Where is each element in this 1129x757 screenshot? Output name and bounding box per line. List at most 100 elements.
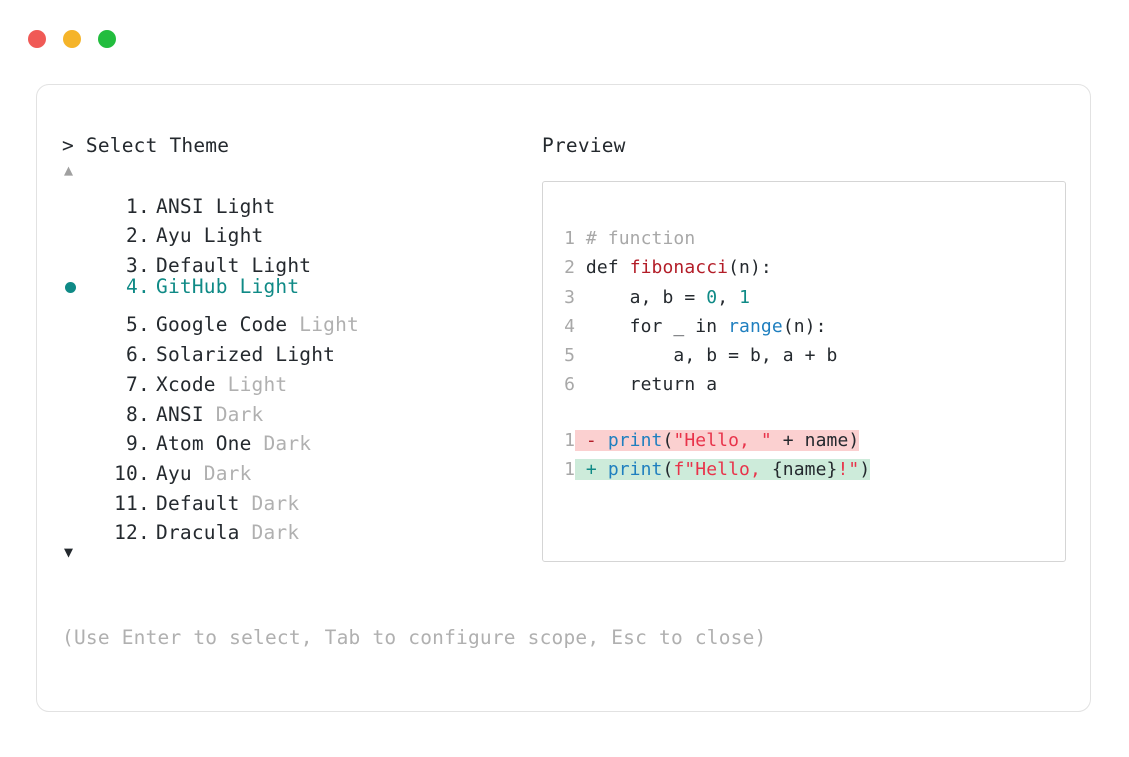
theme-list-item[interactable]: 9. Atom One Dark: [62, 421, 532, 455]
theme-variant: Light: [203, 224, 264, 248]
code-line: 1 - print("Hello, " + name): [563, 426, 1065, 455]
code-token: (n):: [728, 257, 772, 279]
code-line: 1 # function: [563, 224, 1065, 253]
theme-index: 8: [114, 402, 138, 426]
theme-index: 6: [114, 343, 138, 367]
code-line-number: 1: [564, 459, 575, 481]
theme-index: 10: [114, 461, 138, 485]
code-token: !": [837, 459, 860, 481]
code-line: 5 a, b = b, a + b: [563, 341, 1065, 370]
theme-name: ANSI: [156, 402, 216, 426]
theme-list-item[interactable]: 12. Dracula Dark: [62, 510, 532, 544]
code-line: 2 def fibonacci(n):: [563, 253, 1065, 282]
theme-name: Xcode: [156, 372, 228, 396]
theme-index: 2: [114, 224, 138, 248]
theme-picker-card: > Select Theme ▲ 1. ANSI Light 2. Ayu Li…: [36, 84, 1091, 712]
theme-index: 4: [114, 275, 138, 299]
selection-bullet-cell: [62, 183, 92, 213]
theme-index: 7: [114, 372, 138, 396]
code-token: print: [607, 459, 663, 481]
code-token: fibonacci: [629, 257, 729, 279]
code-line-number: 3: [564, 286, 575, 308]
code-token: a, b = b, a + b: [575, 345, 838, 367]
theme-index-separator: .: [138, 224, 162, 248]
code-line-number: 4: [564, 315, 575, 337]
theme-list-item[interactable]: 1. ANSI Light: [62, 183, 532, 218]
code-token: +: [575, 459, 608, 481]
theme-name: Ayu: [156, 461, 204, 485]
theme-list-item[interactable]: 7. Xcode Light: [62, 361, 532, 396]
selection-bullet-cell: [62, 450, 92, 480]
code-token: ): [859, 459, 871, 481]
code-line: 6 return a: [563, 370, 1065, 399]
theme-index-separator: .: [138, 402, 162, 426]
diff-removed-line: - print("Hello, " + name): [575, 429, 860, 451]
theme-list-item[interactable]: 11. Default Dark: [62, 480, 532, 515]
theme-list-item[interactable]: 10. Ayu Dark: [62, 450, 532, 485]
preview-label: Preview: [542, 134, 626, 157]
diff-added-line: + print(f"Hello, {name}!"): [575, 459, 871, 481]
theme-name: Default: [156, 491, 252, 515]
theme-list[interactable]: 1. ANSI Light 2. Ayu Light 3. Default Li…: [62, 183, 532, 544]
maximize-dot[interactable]: [98, 30, 116, 48]
selection-bullet-cell: [62, 361, 92, 391]
code-token: # function: [575, 228, 696, 249]
code-token: return a: [575, 374, 718, 396]
theme-name: ANSI: [156, 194, 216, 218]
theme-index-separator: .: [138, 432, 162, 456]
window-traffic-lights: [28, 30, 116, 48]
theme-list-item[interactable]: 6. Solarized Light: [62, 331, 532, 366]
theme-variant: Dark: [263, 432, 312, 456]
theme-variant: Light: [227, 372, 288, 396]
selection-bullet-cell: [62, 510, 92, 540]
close-dot[interactable]: [28, 30, 46, 48]
theme-index-separator: .: [138, 461, 162, 485]
code-blank-line: [563, 400, 1065, 426]
theme-index-separator: .: [138, 194, 162, 218]
theme-variant: Light: [299, 313, 359, 337]
theme-index-separator: .: [138, 491, 162, 515]
code-line: 3 a, b = 0, 1: [563, 283, 1065, 312]
theme-variant: Dark: [251, 491, 300, 515]
minimize-dot[interactable]: [63, 30, 81, 48]
code-line: 4 for _ in range(n):: [563, 312, 1065, 341]
theme-list-item[interactable]: 5. Google Code Light: [62, 302, 532, 336]
code-token: -: [575, 429, 608, 451]
scroll-down-icon[interactable]: ▼: [64, 543, 74, 562]
theme-name: Dracula: [156, 521, 252, 545]
code-token: {name}: [771, 459, 838, 481]
code-token: (n):: [782, 315, 827, 337]
theme-list-item[interactable]: 8. ANSI Dark: [62, 391, 532, 426]
keyboard-hint: (Use Enter to select, Tab to configure s…: [62, 626, 767, 649]
theme-list-item[interactable]: 2. Ayu Light: [62, 213, 532, 247]
selection-bullet-cell: [62, 391, 92, 421]
scroll-up-icon[interactable]: ▲: [64, 161, 74, 179]
theme-index-separator: .: [138, 313, 162, 337]
theme-index: 5: [114, 313, 138, 337]
code-token: "Hello, ": [673, 429, 772, 451]
theme-variant: Light: [275, 343, 336, 367]
code-token: 1: [739, 286, 750, 308]
theme-index-separator: .: [138, 521, 162, 545]
code-token: for _ in: [575, 315, 729, 337]
selection-bullet-cell: [62, 331, 92, 361]
theme-selector-pane: > Select Theme ▲ 1. ANSI Light 2. Ayu Li…: [62, 133, 532, 563]
selection-bullet-cell: [62, 242, 92, 272]
code-line-number: 5: [564, 345, 575, 367]
theme-list-item[interactable]: 4. GitHub Light: [62, 272, 532, 302]
code-token: f"Hello,: [673, 459, 772, 481]
code-token: (: [662, 459, 674, 481]
theme-name: Solarized: [156, 343, 276, 367]
code-token: print: [607, 429, 663, 451]
theme-name: Atom One: [156, 432, 264, 456]
selected-bullet-icon: [65, 282, 76, 294]
theme-variant: Light: [215, 194, 276, 218]
theme-variant: Dark: [215, 402, 264, 426]
theme-list-item[interactable]: 3. Default Light: [62, 242, 532, 277]
code-line: 1 + print(f"Hello, {name}!"): [563, 455, 1065, 484]
selection-bullet-cell: [62, 302, 92, 332]
code-token: def: [575, 257, 630, 279]
page-title: > Select Theme: [62, 134, 230, 157]
